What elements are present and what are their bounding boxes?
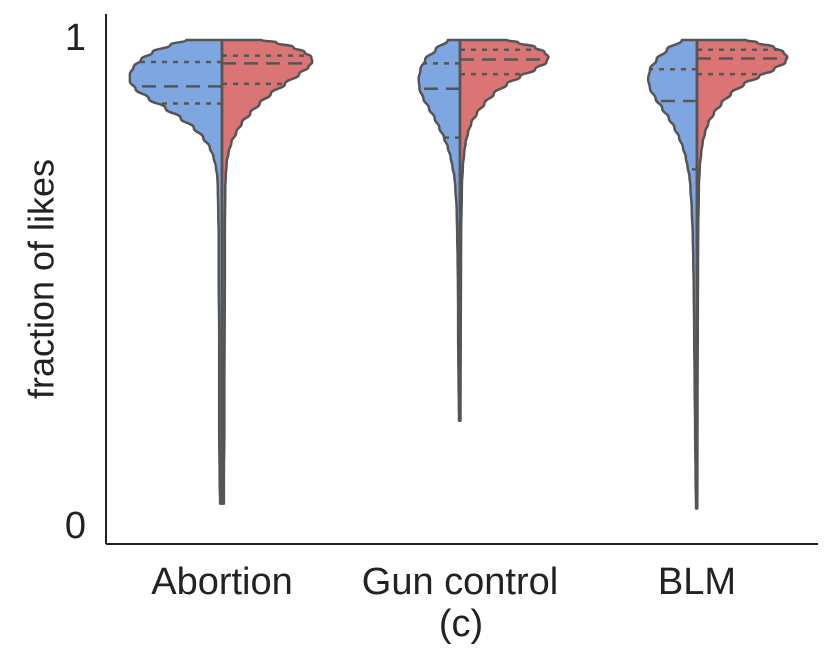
violin-blm	[646, 38, 789, 510]
y-tick-label: 1	[65, 17, 86, 59]
x-tick-labels: Abortion Gun control BLM	[151, 561, 736, 603]
x-tick-label: BLM	[658, 561, 736, 603]
violin-half-right-gun-control	[458, 38, 550, 422]
violin-half-left-blm	[646, 38, 699, 510]
violin-gun-control	[417, 38, 550, 422]
violin-abortion	[128, 38, 314, 505]
violins-layer	[128, 38, 789, 510]
x-tick-label: Abortion	[151, 561, 293, 603]
y-tick-labels: 01	[65, 17, 86, 547]
y-tick-label: 0	[65, 505, 86, 547]
x-tick-label: Gun control	[362, 561, 558, 603]
figure-caption: (c)	[439, 603, 483, 645]
violin-half-left-gun-control	[417, 38, 462, 422]
violin-half-right-abortion	[220, 38, 314, 505]
violin-half-left-abortion	[128, 38, 224, 505]
violin-half-right-blm	[695, 38, 789, 510]
y-axis-label: fraction of likes	[21, 159, 62, 399]
